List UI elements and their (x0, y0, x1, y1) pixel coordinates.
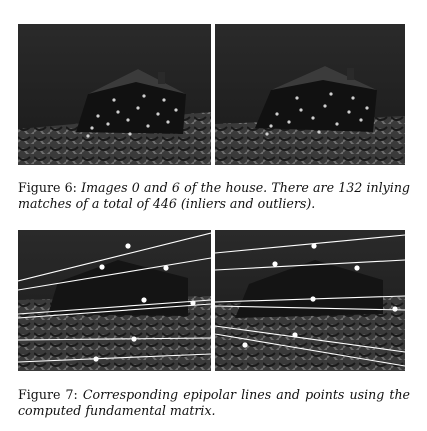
figure6-label: Figure 6: (18, 180, 77, 195)
epipolar-points (242, 243, 398, 348)
epipolar-lines (215, 234, 405, 367)
figure7-image-right (215, 230, 405, 371)
figure7-text: Corresponding epipolar lines and points … (18, 387, 411, 418)
figure6-text: Images 0 and 6 of the house. There are 1… (18, 180, 410, 211)
epipolar-lines (18, 232, 211, 363)
figure6-image-left (18, 24, 211, 165)
house-shape (48, 260, 188, 316)
epipolar-points (93, 243, 196, 362)
figure7-caption: Figure 7: Corresponding epipolar lines a… (18, 387, 410, 419)
figure7-image-left (18, 230, 211, 371)
figure6-image-right (215, 24, 405, 165)
figure7-label: Figure 7: (18, 387, 78, 402)
house-shape (235, 260, 383, 318)
figure6-caption: Figure 6: Images 0 and 6 of the house. T… (18, 180, 410, 212)
